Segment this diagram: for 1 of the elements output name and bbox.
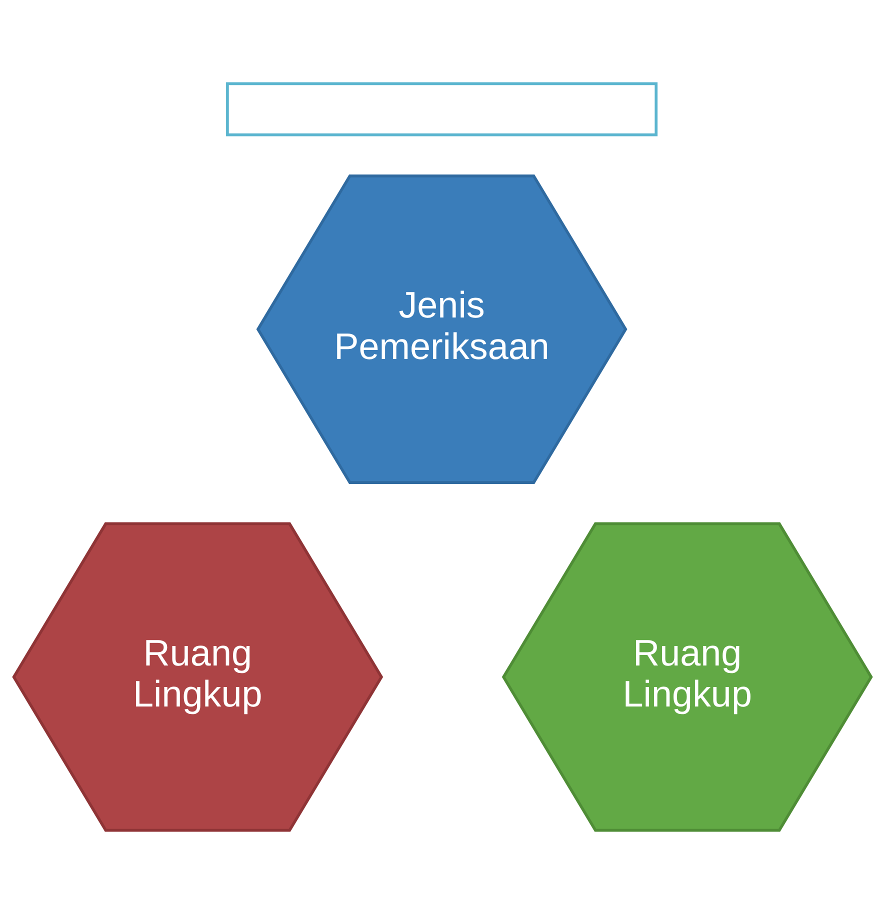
node-box: [226, 82, 658, 136]
